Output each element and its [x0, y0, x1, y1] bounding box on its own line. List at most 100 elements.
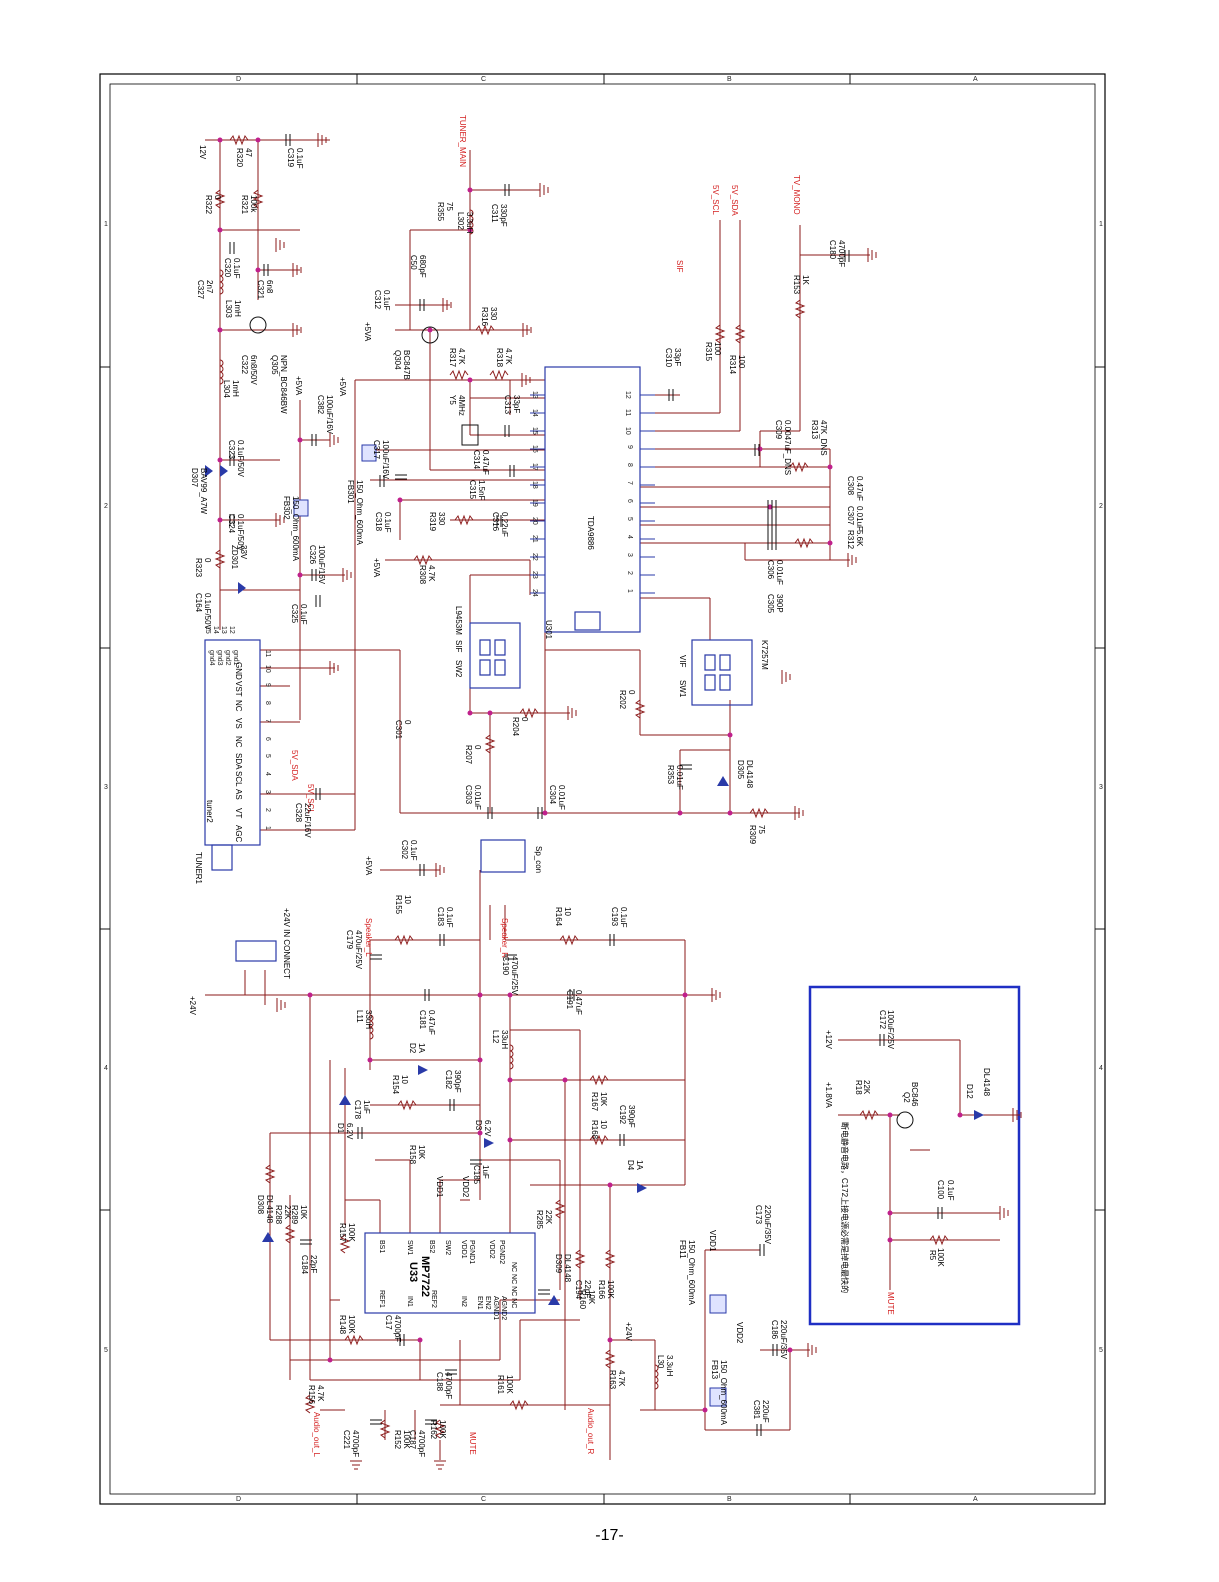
component-ref-r321: R321 [240, 195, 249, 215]
mute-net-label: MUTE [886, 1292, 895, 1315]
mute-c172-ref: C172 [878, 1010, 887, 1030]
page-number: -17- [595, 1527, 624, 1544]
component-value: 75 [445, 202, 454, 211]
pin-number: 20 [531, 517, 538, 525]
component-value: 0.1uF [409, 840, 418, 861]
zone-number: 1 [1099, 221, 1103, 228]
net-24v-in: +24V IN CONNECT [282, 908, 291, 979]
tuner-pin-num: 7 [264, 719, 271, 723]
tuner-section-wires [205, 139, 870, 831]
zone-letter: B [727, 1496, 732, 1503]
sw2-tag: SIF [454, 640, 463, 653]
tuner-pin: SCL [234, 771, 243, 787]
component-value: 100 [737, 355, 746, 369]
tuner-gnd-pin: gnd2 [224, 650, 231, 666]
component-value: 0.47uF [574, 990, 583, 1015]
component-ref-r309: R309 [748, 825, 757, 845]
component-value: 220uF [761, 1400, 770, 1423]
component-ref-l303: L303 [224, 300, 233, 318]
component-ref-r204: R204 [511, 717, 520, 737]
amp-pin: IN2 [460, 1296, 467, 1307]
tuner-pin-num: 4 [264, 772, 271, 776]
component-ref-c191: C191 [565, 990, 574, 1010]
amp-ref: U33 [407, 1262, 419, 1282]
pin-number: 4 [626, 535, 633, 539]
component-ref-fb302: FB302 [282, 496, 291, 520]
component-value: 10 [400, 1075, 409, 1084]
component-value: 75 [757, 825, 766, 834]
component-value: 0.1uF/50V [236, 514, 245, 552]
component-ref-c187: C187 [408, 1430, 417, 1450]
zone-number: 5 [104, 1347, 108, 1354]
pin-number: 21 [531, 535, 538, 543]
component-ref-c321: C321 [256, 280, 265, 300]
ic-mp7722: U33 MP7722 BS1 SW1 BS2 SW2 VDD2 PGND1 VD… [364, 1232, 536, 1320]
component-ref-c312: C312 [373, 290, 382, 310]
component-ref-c182: C182 [444, 1070, 453, 1090]
component-value: 1mH [233, 300, 242, 317]
component-value: 10 [599, 1120, 608, 1129]
amp-pin: EN1 [476, 1296, 483, 1310]
crystal-y5 [461, 424, 479, 446]
component-value: 150_Ohm_600mA [291, 496, 300, 562]
component-value: 0.1uF [382, 290, 391, 311]
component-value: 100uF/16V [317, 545, 326, 585]
saw-filter-sw1: SW1 K7257M VIF [678, 639, 769, 706]
component-ref-r322: R322 [204, 195, 213, 215]
amp-pin: AGND2 [500, 1296, 507, 1320]
component-value: NPN_BC846BW [279, 355, 288, 414]
component-ref-c188: C188 [435, 1372, 444, 1392]
component-value: 1mH [231, 380, 240, 397]
component-ref-c319: C319 [286, 148, 295, 168]
net-mute: MUTE [468, 1432, 477, 1455]
component-value: 10K [587, 1290, 596, 1305]
zone-letter: B [727, 76, 732, 83]
tuner-pin-num: 10 [264, 665, 271, 673]
net-speaker-l: Speaker_L [364, 918, 373, 957]
mute-r18-val: 22K [862, 1080, 871, 1095]
amp-pin: BS2 [428, 1240, 435, 1253]
component-value: 10K [417, 1145, 426, 1160]
net-vdd1: VDD1 [708, 1230, 717, 1252]
component-ref-c317: C317 [372, 440, 381, 460]
ferrite-bead-fb301 [361, 444, 377, 462]
tuner-pin: VT [234, 808, 243, 818]
component-value: 33uH [364, 1010, 373, 1029]
component-value: 100 [713, 342, 722, 356]
component-ref-fb301: FB301 [346, 480, 355, 504]
component-value: 390pF [453, 1070, 462, 1093]
component-value: 5.6K [855, 530, 864, 547]
component-ref-r157: R157 [338, 1223, 347, 1243]
component-value: 4.7K [617, 1370, 626, 1387]
component-value: 0.01uF [855, 506, 864, 531]
mute-d12-ref: D12 [965, 1084, 974, 1099]
component-value: 150_Ohm_600mA [355, 480, 364, 546]
v18-net: +1.8VA [824, 1082, 833, 1109]
component-value: 0.01uF [675, 765, 684, 790]
zone-letter: A [973, 1496, 978, 1503]
net-speaker-r: Speaker_R [500, 918, 509, 958]
mute-note: 断电静音电路，C172上接电源必需是掉电最快的 [840, 1122, 850, 1293]
component-value: DL4148 [265, 1195, 274, 1224]
connector-con7 [235, 940, 277, 962]
tuner-gnd-num: 13 [220, 626, 227, 634]
component-ref-r318: R318 [495, 348, 504, 368]
component-ref-d2: D2 [408, 1043, 417, 1054]
net-tuner-main: TUNER_MAIN [458, 115, 467, 167]
mute-r18-ref: R18 [854, 1080, 863, 1095]
tuner-gnd-pin: gnd3 [216, 650, 223, 666]
component-ref-c325: C325 [290, 604, 299, 624]
component-value: 390P [775, 594, 784, 613]
amp-pin: SW2 [444, 1240, 451, 1255]
component-value: 0.1uF [232, 258, 241, 279]
component-value: 220uF/35V [763, 1205, 772, 1245]
pin-number: 1 [626, 589, 633, 593]
component-value: 22K [544, 1210, 553, 1225]
sw2-ref: SW2 [454, 660, 463, 678]
component-ref-c304: C304 [548, 785, 557, 805]
pin-number: 10 [624, 427, 631, 435]
tuner-pin: AGC [234, 825, 243, 843]
component-ref-c307: C307 [846, 506, 855, 526]
mute-c172-val: 100uF/25V [886, 1010, 895, 1050]
